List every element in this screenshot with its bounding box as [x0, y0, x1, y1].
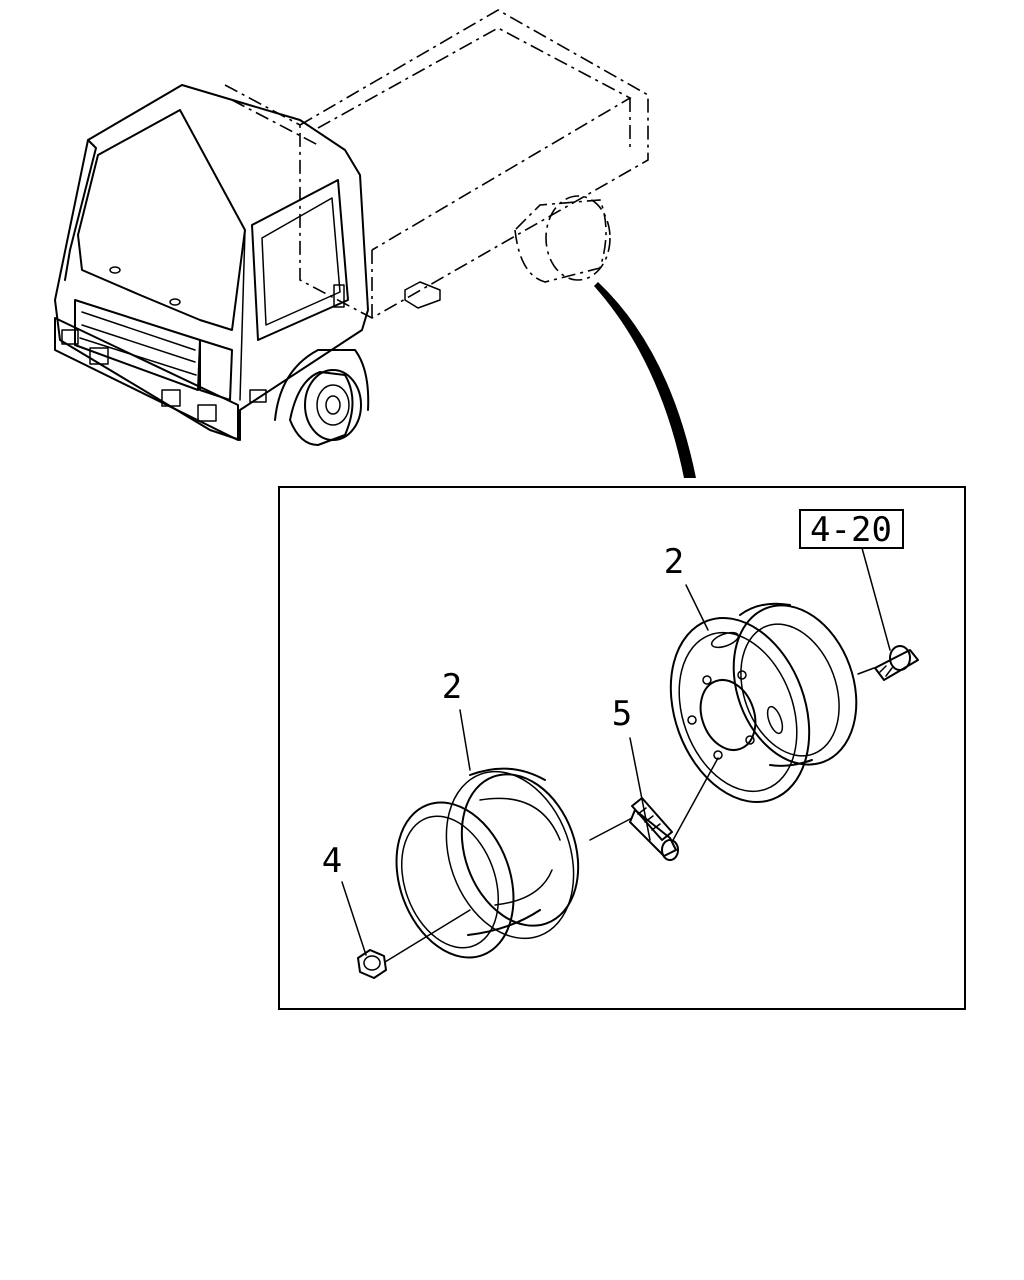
- fog-lamp-right: [161, 389, 181, 407]
- cargo-bed: [224, 9, 649, 319]
- truck-illustration: [54, 9, 649, 446]
- detail-leader-arrow: [594, 282, 696, 478]
- detail-frame: [278, 486, 966, 1010]
- fog-lamp-left: [89, 347, 109, 365]
- hub-bolt: [629, 797, 679, 861]
- reference-label: 4-20: [810, 510, 892, 550]
- door-handle: [333, 284, 345, 308]
- chassis-bracket: [404, 281, 441, 309]
- reference-box: 4-20: [799, 509, 904, 550]
- rear-wheel: [514, 195, 611, 283]
- callout-rim-front: 2: [442, 667, 462, 707]
- headlamp-right: [197, 404, 217, 422]
- side-marker: [249, 389, 267, 403]
- stud-bolt: [874, 645, 919, 681]
- headlamp-left: [61, 329, 79, 345]
- callout-rim-rear: 2: [664, 542, 684, 582]
- rear-disc-wheel: [669, 602, 858, 803]
- cab: [54, 84, 369, 441]
- callout-hub-bolt: 5: [612, 694, 632, 734]
- front-wheel: [274, 349, 370, 446]
- front-rim: [395, 767, 580, 959]
- callout-wheel-nut: 4: [322, 841, 342, 881]
- wheel-nut: [357, 949, 387, 979]
